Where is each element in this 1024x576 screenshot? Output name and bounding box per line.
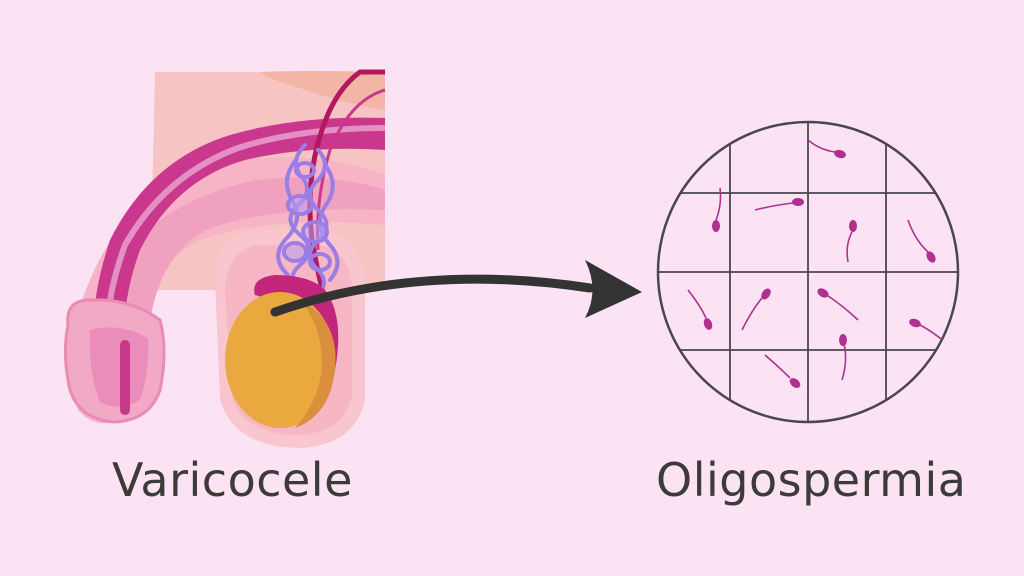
sperm-cell-icon: [817, 288, 859, 321]
oligospermia-label: Oligospermia: [656, 453, 967, 507]
sperm-cell-icon: [754, 198, 804, 211]
sperm-cell-icon: [907, 219, 936, 263]
testis-shadow: [295, 300, 336, 428]
sperm-cell-icon: [807, 139, 846, 159]
sperm-cells: [687, 139, 946, 388]
sperm-cell-icon: [741, 288, 771, 331]
urethra-line: [104, 125, 386, 341]
glans-inner: [89, 327, 149, 407]
sperm-cell-icon: [687, 289, 713, 330]
thigh-shape: [260, 71, 385, 110]
corpus-spongiosum: [94, 117, 385, 340]
varicocele-label: Varicocele: [112, 453, 353, 507]
sperm-cell-icon: [764, 354, 801, 388]
sperm-cell-icon: [839, 334, 847, 381]
testis: [225, 292, 335, 428]
microscope-grid: [658, 122, 958, 422]
varicose-veins-fill: [286, 198, 325, 259]
sperm-cell-icon: [846, 220, 857, 263]
sperm-cell-icon: [712, 187, 722, 232]
varicocele-anatomy-illustration: [63, 69, 386, 448]
right-arrow-icon: [270, 260, 642, 318]
microscope-field-icon: [656, 120, 960, 424]
varicose-veins: [276, 143, 340, 297]
penis-inner: [89, 177, 385, 408]
